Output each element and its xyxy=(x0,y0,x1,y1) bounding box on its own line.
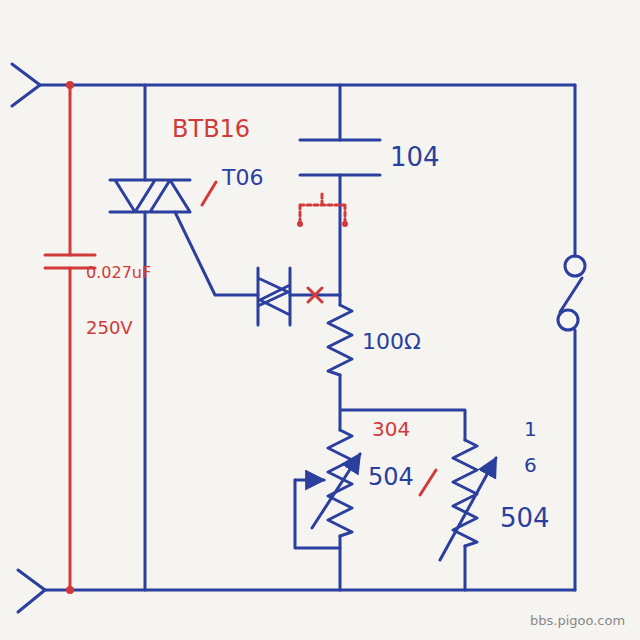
junction-dot xyxy=(342,221,348,227)
wire xyxy=(45,589,575,592)
component-value: 100Ω xyxy=(362,330,421,354)
capacitor-symbol xyxy=(300,140,380,175)
adjust-arrow xyxy=(312,454,360,528)
component-value: 104 xyxy=(390,143,440,172)
wire xyxy=(464,546,467,590)
terminal-symbol xyxy=(18,570,45,612)
strike-mark xyxy=(202,182,216,205)
adjust-arrow xyxy=(440,458,496,560)
terminal-symbol xyxy=(12,64,40,106)
component-value: 304 xyxy=(372,418,410,440)
junction-dot xyxy=(66,586,74,594)
wire xyxy=(175,212,258,295)
component-value: 504 xyxy=(368,464,414,490)
switch-lever xyxy=(560,278,582,312)
pushbutton-symbol xyxy=(300,194,345,222)
component-value: 504 xyxy=(500,504,550,533)
triac-symbol xyxy=(110,180,190,212)
voltage-rating: 250V xyxy=(86,318,133,338)
wire xyxy=(339,85,342,305)
part-number: T06 xyxy=(222,166,263,190)
strike-mark xyxy=(420,470,436,495)
component-value: 6 xyxy=(524,454,537,476)
wire xyxy=(295,480,340,548)
switch-contact xyxy=(565,256,585,276)
wire xyxy=(69,85,72,590)
wiper-arrow xyxy=(295,479,324,482)
wire xyxy=(340,375,465,440)
component-value: 1 xyxy=(524,418,537,440)
component-value: 0.027uF xyxy=(86,264,151,282)
wire xyxy=(144,85,147,590)
wire xyxy=(339,536,342,590)
watermark: bbs.pigoo.com xyxy=(530,614,625,628)
junction-dot xyxy=(297,221,303,227)
wire xyxy=(40,84,575,87)
diac-symbol xyxy=(258,268,290,325)
wire xyxy=(574,85,577,590)
cross-mark xyxy=(308,288,322,302)
resistor-symbol xyxy=(328,305,352,375)
junction-dot xyxy=(66,81,74,89)
part-number: BTB16 xyxy=(172,116,250,142)
